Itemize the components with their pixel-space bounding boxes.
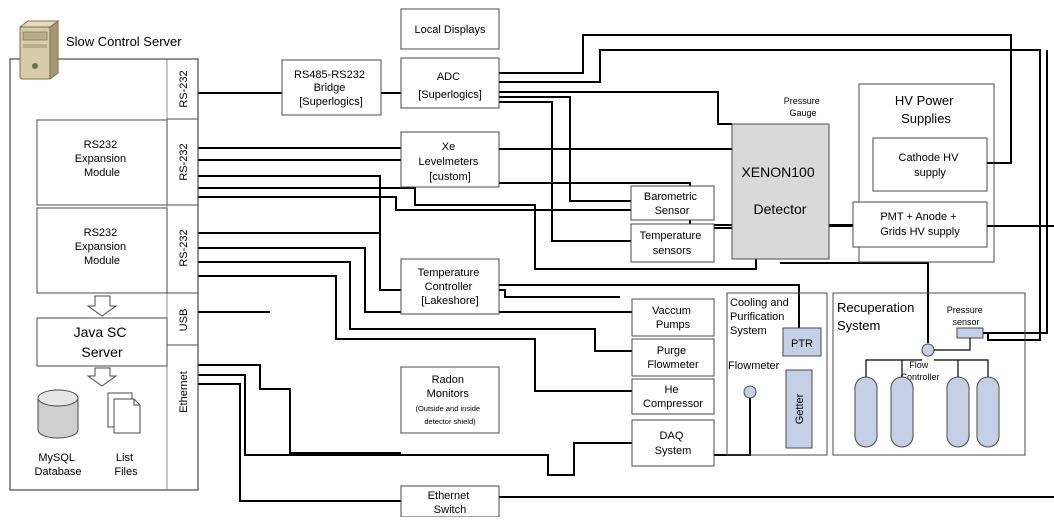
connection-lines: [198, 34, 1054, 502]
recuperation-manifold: [865, 338, 989, 378]
line-adc-temp-sensors: [499, 101, 631, 242]
line-tc-cooling: [499, 284, 800, 328]
port-usb: USB: [178, 309, 190, 332]
database-cylinder-icon: [37, 389, 79, 439]
temp-sensors-label: Temperature sensors: [640, 230, 705, 257]
line-exp2-he: [198, 275, 632, 392]
pmt-hv-label: PMT + Anode + Grids HV supply: [880, 211, 960, 238]
getter-box: [785, 369, 813, 449]
recuperation-title: Recuperation System: [837, 300, 918, 333]
vacuum-label: Vaccum Pumps: [652, 305, 694, 331]
line-eth-radon: [198, 364, 401, 454]
pressure-sensor-label: Pressure sensor: [947, 305, 986, 327]
daq-box: [631, 419, 715, 467]
adc-label: ADC [Superlogics]: [418, 71, 482, 101]
barometric-box: [630, 185, 715, 221]
line-adc-pressure-gauge: [499, 91, 732, 125]
line-adc-cathode-hv: [499, 34, 1012, 164]
bottle-2: [890, 376, 914, 448]
vacuum-box: [631, 298, 715, 337]
java-server-box: [36, 317, 168, 367]
adc-box: [400, 57, 500, 109]
bottle-4: [976, 376, 1000, 448]
temp-controller-box: [400, 258, 500, 315]
bridge-label: RS485-RS232 Bridge [Superlogics]: [294, 69, 368, 108]
line-eth-switch: [198, 383, 401, 502]
expansion-module-1-label: RS232 Expansion Module: [75, 139, 129, 179]
local-displays-label: Local Displays: [415, 24, 486, 36]
cathode-hv-box: [872, 137, 988, 192]
barometric-label: Barometric Sensor: [644, 191, 700, 217]
bottle-3: [946, 376, 970, 448]
detector-box: [731, 123, 830, 260]
line-daq-flowmeter: [714, 397, 751, 456]
server-computer-icon: [18, 20, 60, 80]
cooling-group-box: [726, 292, 828, 456]
local-displays-box: [400, 8, 500, 50]
port-rs232-a: RS-232: [178, 70, 190, 107]
line-tc-vacuum: [499, 289, 620, 298]
switch-box: [400, 485, 500, 518]
list-files-label: List Files: [114, 452, 138, 478]
levelmeters-label: Xe Levelmeters [custom]: [419, 141, 482, 183]
bottle-1: [854, 376, 878, 448]
ptr-label: PTR: [791, 338, 813, 350]
temp-controller-label: Temperature Controller [Lakeshore]: [418, 267, 483, 307]
flow-controller-icon: [921, 343, 935, 357]
purge-label: Purge Flowmeter: [647, 345, 699, 371]
port-rs232-b: RS-232: [178, 143, 190, 180]
line-detector-flowctrl: [780, 262, 929, 343]
cooling-flowmeter-label: Flowmeter: [728, 360, 780, 372]
cooling-flowmeter-icon: [743, 385, 757, 399]
levelmeters-box: [400, 131, 500, 188]
hv-title: HV Power Supplies: [895, 93, 957, 126]
getter-label: Getter: [794, 393, 806, 424]
line-exp1-pmt-hv: [198, 196, 853, 226]
daq-label: DAQ System: [655, 430, 692, 457]
pmt-hv-box: [852, 201, 988, 248]
line-adc-right-top: [499, 49, 1041, 341]
storage-bottles: [854, 376, 1000, 448]
temp-sensors-box: [630, 223, 715, 263]
radon-label: Radon Monitors (Outside and inside detec…: [415, 370, 484, 426]
pressure-gauge-label: Pressure Gauge: [784, 96, 823, 118]
switch-label: Ethernet Switch: [428, 490, 473, 516]
ptr-box: [782, 327, 822, 357]
line-exp2-purge: [198, 261, 632, 352]
flow-controller-label: Flow Controller: [900, 360, 939, 382]
hv-group-box: [858, 83, 995, 263]
java-server-label: Java SC Server: [74, 324, 131, 360]
document-stack-icon: [107, 392, 141, 434]
cathode-hv-label: Cathode HV supply: [899, 152, 962, 179]
recuperation-group-box: [832, 292, 1026, 456]
mysql-label: MySQL Database: [34, 452, 81, 478]
detector-label: XENON100 Detector: [741, 164, 818, 217]
he-label: He Compressor: [643, 384, 703, 410]
expansion-module-1-box: [36, 119, 168, 206]
port-rs232-c: RS-232: [178, 229, 190, 266]
arrow-module-to-java: [86, 295, 118, 317]
line-exp1-temp-sensors: [198, 187, 757, 270]
pressure-sensor-box: [956, 327, 984, 339]
expansion-module-2-box: [36, 207, 168, 294]
radon-box: [400, 366, 500, 434]
line-pressure-right: [983, 50, 1048, 334]
arrow-java-to-storage: [86, 367, 118, 387]
purge-box: [631, 338, 715, 377]
cooling-title: Cooling and Purification System: [730, 297, 792, 337]
expansion-module-2-label: RS232 Expansion Module: [75, 227, 129, 267]
he-box: [631, 378, 715, 415]
port-ethernet: Ethernet: [178, 371, 190, 413]
bridge-box: [281, 59, 382, 116]
server-title: Slow Control Server: [66, 34, 182, 49]
line-eth-daq: [198, 374, 632, 476]
